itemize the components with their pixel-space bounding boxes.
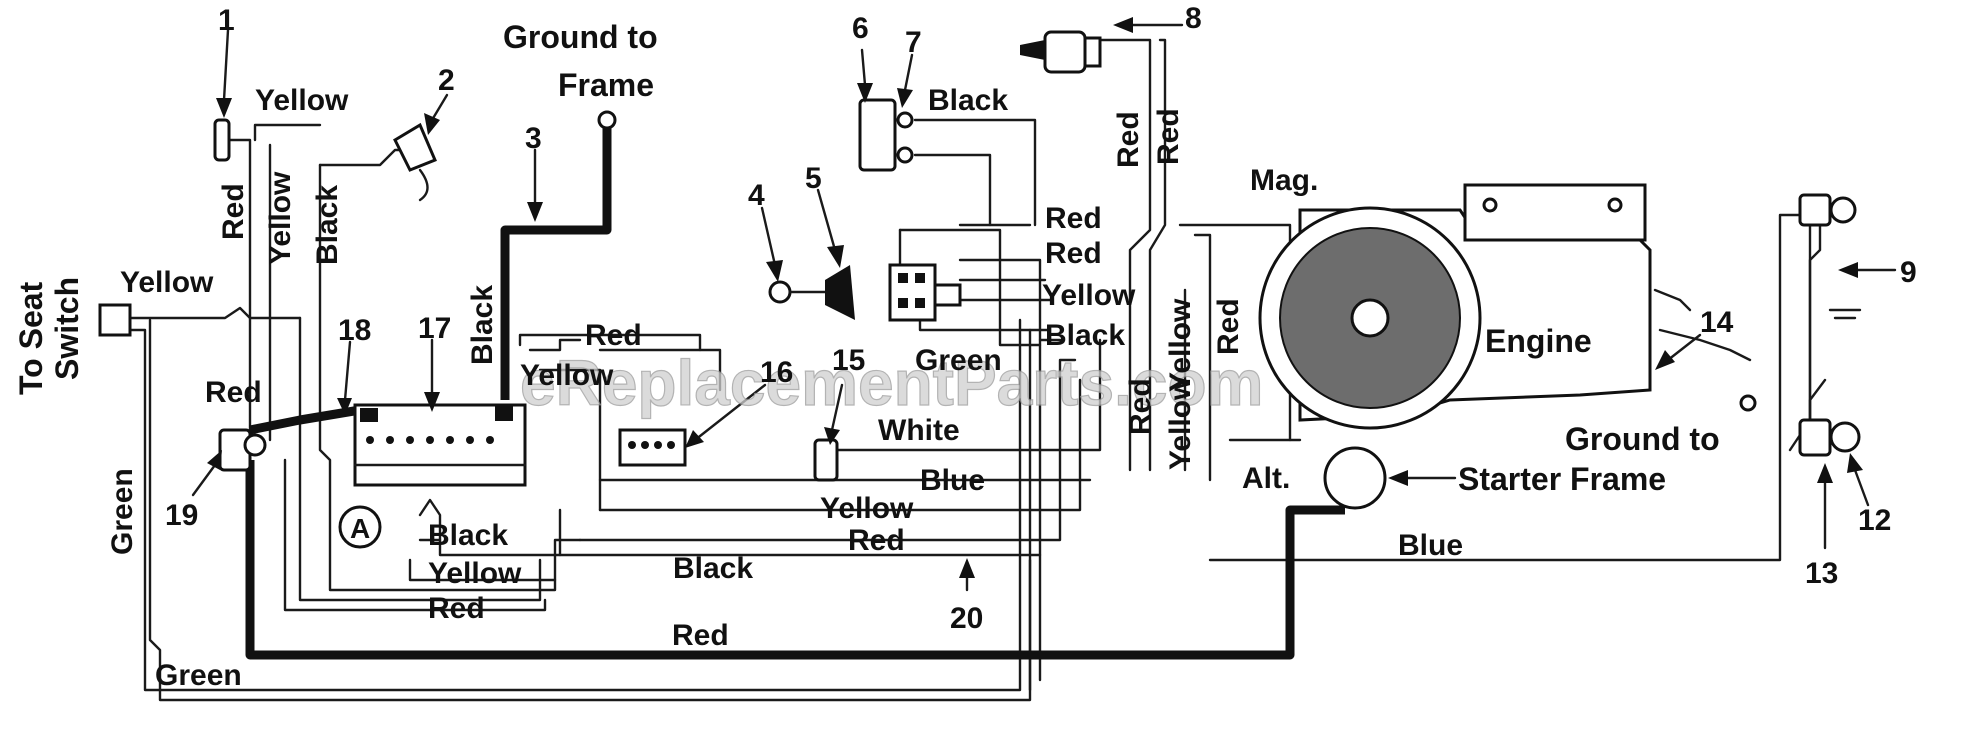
cable-18 — [249, 405, 361, 435]
component-12-13 — [1798, 418, 1861, 457]
label-mag: Mag. — [1250, 164, 1318, 197]
wire-label-red-8b: Red — [1152, 108, 1185, 165]
label-circle-a: A — [350, 513, 370, 544]
text-labels: Ground to Frame To Seat Switch Mag. Engi… — [13, 2, 1917, 692]
starter-motor — [1323, 446, 1387, 510]
wire-label-blue-m: Blue — [920, 464, 985, 497]
label-ground-to: Ground to — [503, 19, 658, 55]
component-2 — [393, 122, 437, 202]
wire-label-red-m2: Red — [1045, 237, 1102, 270]
wire-label-yellow-m: Yellow — [1042, 279, 1136, 312]
label-starter-frame: Starter Frame — [1458, 461, 1666, 497]
wire-label-yellow-16: Yellow — [520, 359, 614, 392]
component-9 — [1798, 193, 1862, 320]
label-ground-to-right: Ground to — [1565, 421, 1720, 457]
label-alt: Alt. — [1242, 462, 1290, 495]
callout-8: 8 — [1185, 2, 1202, 35]
wire-label-yellow-v2: Yellow — [1164, 376, 1197, 470]
callout-19: 19 — [165, 499, 198, 532]
callout-5: 5 — [805, 162, 822, 195]
wire-label-red-v2: Red — [1124, 378, 1157, 435]
callout-12: 12 — [1858, 504, 1891, 537]
callout-16: 16 — [760, 356, 793, 389]
component-15 — [813, 438, 839, 482]
wire-label-green-bottom: Green — [155, 659, 242, 692]
wire-label-black-top7: Black — [928, 84, 1008, 117]
wire-label-black-batt: Black — [466, 285, 499, 365]
callout-17: 17 — [418, 312, 451, 345]
watermark: eReplacementParts.com — [520, 347, 1263, 419]
battery-17 — [353, 403, 527, 487]
callout-6: 6 — [852, 12, 869, 45]
seat-switch-connector — [98, 303, 132, 337]
circle-a-marker — [338, 505, 382, 549]
wire-label-red-m1: Red — [1045, 202, 1102, 235]
callout-18: 18 — [338, 314, 371, 347]
callout-1: 1 — [218, 4, 235, 37]
ground-cable-3 — [500, 120, 612, 400]
label-engine: Engine — [1485, 323, 1592, 359]
callout-7: 7 — [905, 26, 922, 59]
wire-label-red-8a: Red — [1112, 111, 1145, 168]
wire-label-black-1: Black — [311, 185, 344, 265]
wire-label-blue-right: Blue — [1398, 529, 1463, 562]
wire-label-black-low: Black — [673, 552, 753, 585]
ground-terminal-14 — [1739, 394, 1757, 412]
component-1 — [213, 118, 231, 162]
component-16 — [618, 428, 687, 467]
wire-label-green-m: Green — [915, 344, 1002, 377]
callout-2: 2 — [438, 64, 455, 97]
wire-label-yellow-2: Yellow — [264, 171, 297, 265]
callout-15: 15 — [832, 344, 865, 377]
callout-4: 4 — [748, 179, 765, 212]
switch-connector-block — [888, 263, 962, 322]
wire-label-red-low: Red — [848, 524, 905, 557]
callout-13: 13 — [1805, 557, 1838, 590]
wire-label-red-v1: Red — [1212, 298, 1245, 355]
label-to-seat: To Seat — [13, 281, 49, 395]
wire-label-black-m: Black — [1045, 319, 1125, 352]
wire-label-red-top16: Red — [585, 319, 642, 352]
component-8 — [1020, 30, 1102, 74]
wire-label-black-a: Black — [428, 519, 508, 552]
wire-label-red-bottom: Red — [672, 619, 729, 652]
label-switch: Switch — [49, 277, 85, 380]
wire-label-yellow-1: Yellow — [255, 84, 349, 117]
callout-20: 20 — [950, 602, 983, 635]
component-6-7 — [858, 98, 914, 172]
battery-cable-red — [245, 460, 1345, 660]
wire-label-red-1: Red — [217, 183, 250, 240]
wire-label-red-19: Red — [205, 376, 262, 409]
wire-label-yellow-v: Yellow — [1164, 298, 1197, 392]
ignition-key-4-5 — [768, 265, 855, 320]
wire-label-red-a: Red — [428, 592, 485, 625]
wire-label-white: White — [878, 414, 960, 447]
wire-label-yellow-seat: Yellow — [120, 266, 214, 299]
magneto-flywheel — [1258, 206, 1482, 430]
label-frame: Frame — [558, 67, 654, 103]
callout-14: 14 — [1700, 306, 1734, 339]
callout-3: 3 — [525, 122, 542, 155]
ground-terminal-top — [597, 110, 617, 130]
solenoid-19 — [218, 428, 267, 472]
callout-9: 9 — [1900, 256, 1917, 289]
callout-arrows — [191, 17, 1897, 592]
wire-label-yellow-low: Yellow — [820, 492, 914, 525]
wire-label-yellow-a: Yellow — [428, 557, 522, 590]
wire-label-green-left: Green — [106, 468, 139, 555]
